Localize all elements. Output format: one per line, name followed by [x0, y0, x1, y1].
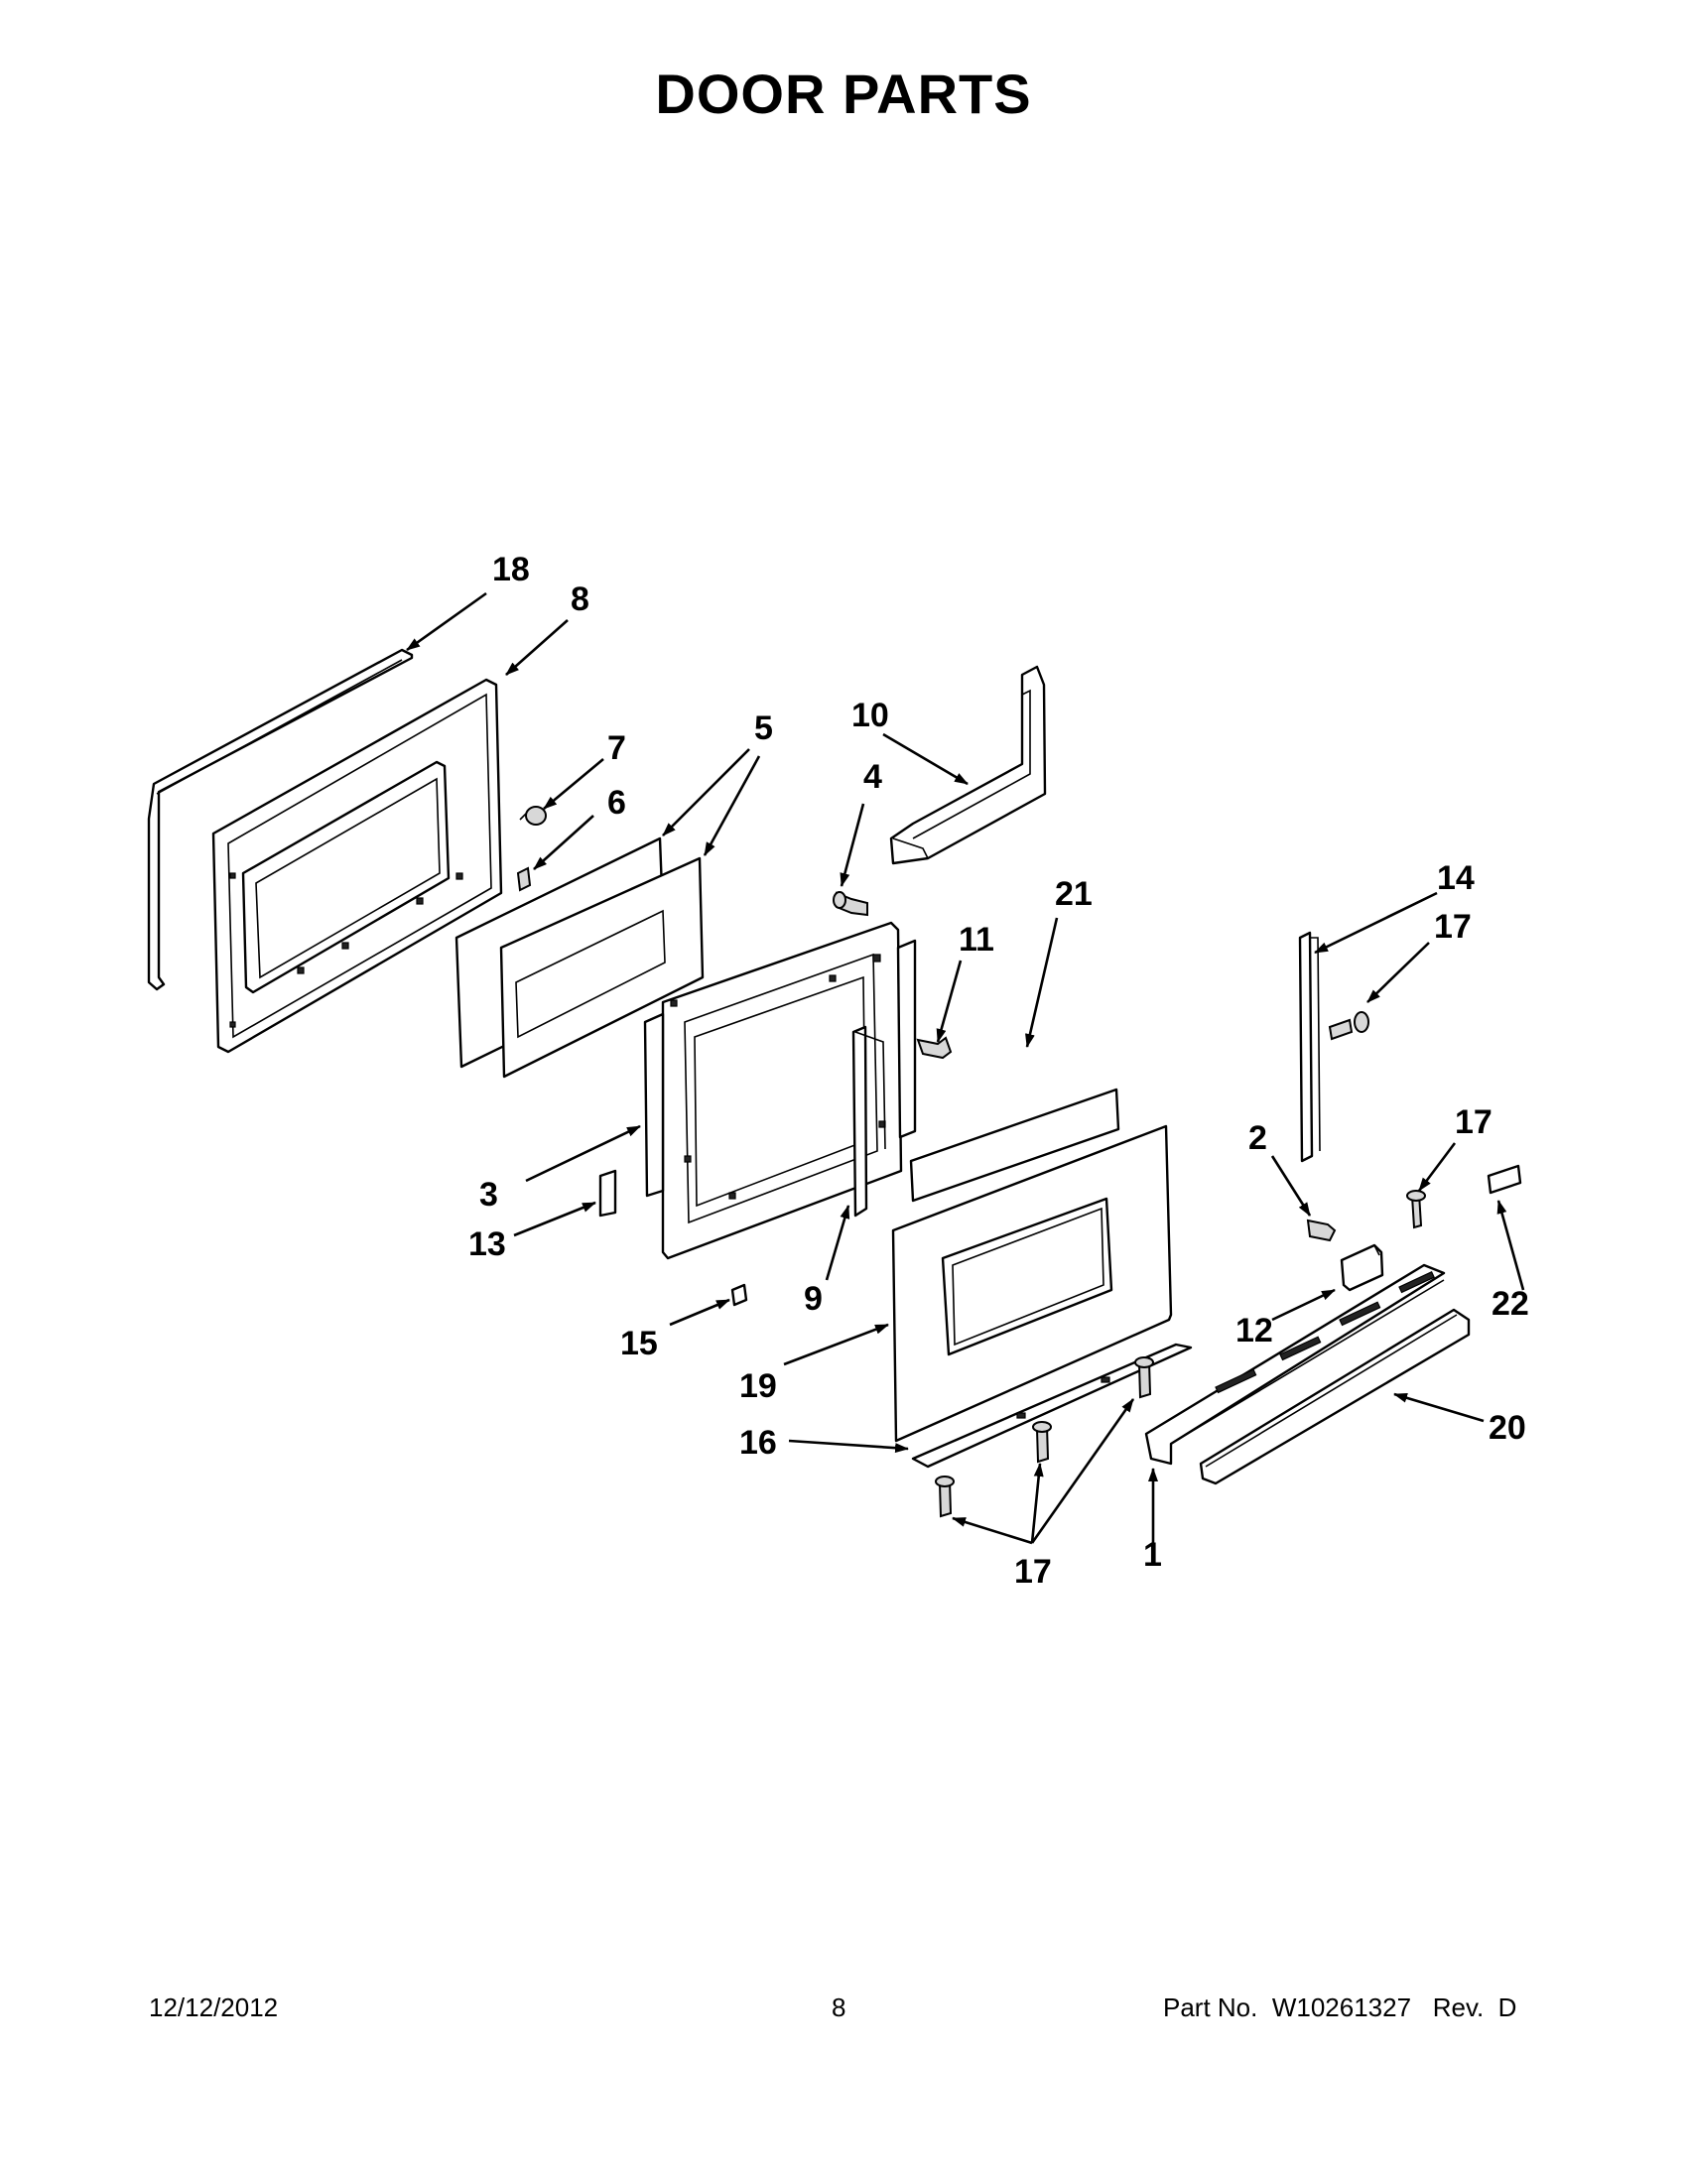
- door-bushing-part: [519, 806, 547, 826]
- screw-part-17-c: [1134, 1356, 1154, 1399]
- screw-part-17-b: [1032, 1421, 1052, 1464]
- leader-5a: [662, 748, 750, 836]
- leader-12: [1271, 1288, 1336, 1322]
- leader-17c-2: [1030, 1463, 1044, 1544]
- callout-17-a: 17: [1434, 908, 1472, 946]
- glass-strip-part: [909, 1088, 1120, 1203]
- leader-16: [788, 1439, 909, 1454]
- bottom-trim-part: [911, 1343, 1193, 1469]
- insulation-patch-part: [730, 1283, 748, 1307]
- side-bracket-part: [1298, 931, 1321, 1163]
- leader-6: [533, 815, 594, 870]
- door-handle-part: [1199, 1308, 1471, 1485]
- callout-14: 14: [1437, 859, 1475, 897]
- label-part-13: [598, 1169, 617, 1218]
- screw-part-17-e: [1406, 1190, 1426, 1229]
- screw-part-4: [833, 891, 868, 917]
- leader-3: [525, 1124, 641, 1183]
- leader-20: [1393, 1392, 1485, 1423]
- callout-15: 15: [620, 1325, 658, 1362]
- callout-20: 20: [1489, 1409, 1526, 1447]
- leader-22: [1496, 1200, 1525, 1291]
- callout-labels: 18 8 7 6 5 10 4 21 11 14 17 2 17 3 13 9 …: [468, 551, 1529, 1591]
- footer-part-number: Part No. W10261327 Rev. D: [1163, 1992, 1517, 2022]
- outer-door-panel-part: [891, 1124, 1173, 1443]
- leader-17a: [1366, 942, 1430, 1003]
- callout-21: 21: [1055, 875, 1093, 913]
- leader-2: [1270, 1155, 1312, 1217]
- spacer-block-part: [516, 866, 532, 892]
- leader-5b: [703, 755, 761, 856]
- leader-4: [840, 803, 865, 887]
- callout-10: 10: [851, 697, 889, 734]
- callout-18: 18: [492, 551, 530, 588]
- hinge-bracket-part: [1340, 1243, 1384, 1292]
- handle-channel-part: [1144, 1263, 1446, 1466]
- screw-part-11: [916, 1036, 953, 1060]
- footer-page-number: 8: [832, 1992, 846, 2022]
- footer-date: 12/12/2012: [149, 1992, 279, 2022]
- screw-part-2: [1306, 1219, 1337, 1242]
- screw-part-17-d: [1328, 1011, 1369, 1041]
- callout-5: 5: [754, 709, 773, 747]
- leader-14: [1314, 891, 1438, 955]
- leader-18: [406, 591, 487, 652]
- callout-16: 16: [739, 1424, 777, 1462]
- leader-lines: [406, 591, 1525, 1553]
- leader-17b: [1417, 1142, 1457, 1192]
- vent-duct-part: [889, 665, 1047, 865]
- callout-11: 11: [959, 921, 994, 959]
- leader-9: [825, 1205, 850, 1281]
- callout-17-b: 17: [1455, 1103, 1492, 1141]
- leader-10: [882, 732, 969, 786]
- callout-22: 22: [1492, 1285, 1529, 1323]
- leader-17c-3: [1030, 1398, 1135, 1544]
- leader-19: [783, 1323, 889, 1366]
- callout-7: 7: [607, 729, 626, 767]
- screw-part-17-a: [935, 1476, 955, 1518]
- callout-3: 3: [479, 1176, 498, 1214]
- page-title: DOOR PARTS: [655, 63, 1032, 125]
- leader-15: [669, 1298, 730, 1327]
- leader-7: [543, 758, 604, 810]
- callout-1: 1: [1143, 1536, 1162, 1574]
- callout-12: 12: [1235, 1312, 1273, 1349]
- callout-9: 9: [804, 1280, 823, 1318]
- callout-2: 2: [1248, 1119, 1267, 1157]
- side-trim-part: [851, 1025, 886, 1218]
- leader-21: [1025, 917, 1059, 1048]
- callout-19: 19: [739, 1367, 777, 1405]
- leader-17c-1: [952, 1516, 1033, 1545]
- callout-4: 4: [863, 758, 882, 796]
- callout-6: 6: [607, 784, 626, 822]
- leader-11: [936, 960, 963, 1043]
- callout-8: 8: [571, 580, 589, 618]
- leader-13: [513, 1201, 596, 1237]
- door-gasket-part: [147, 648, 414, 991]
- callout-13: 13: [468, 1225, 506, 1263]
- door-glass-panels-part: [454, 836, 705, 1079]
- inner-door-liner-part: [211, 678, 503, 1054]
- label-part-22: [1487, 1164, 1522, 1195]
- leader-8: [505, 619, 569, 676]
- callout-17-c: 17: [1014, 1553, 1052, 1591]
